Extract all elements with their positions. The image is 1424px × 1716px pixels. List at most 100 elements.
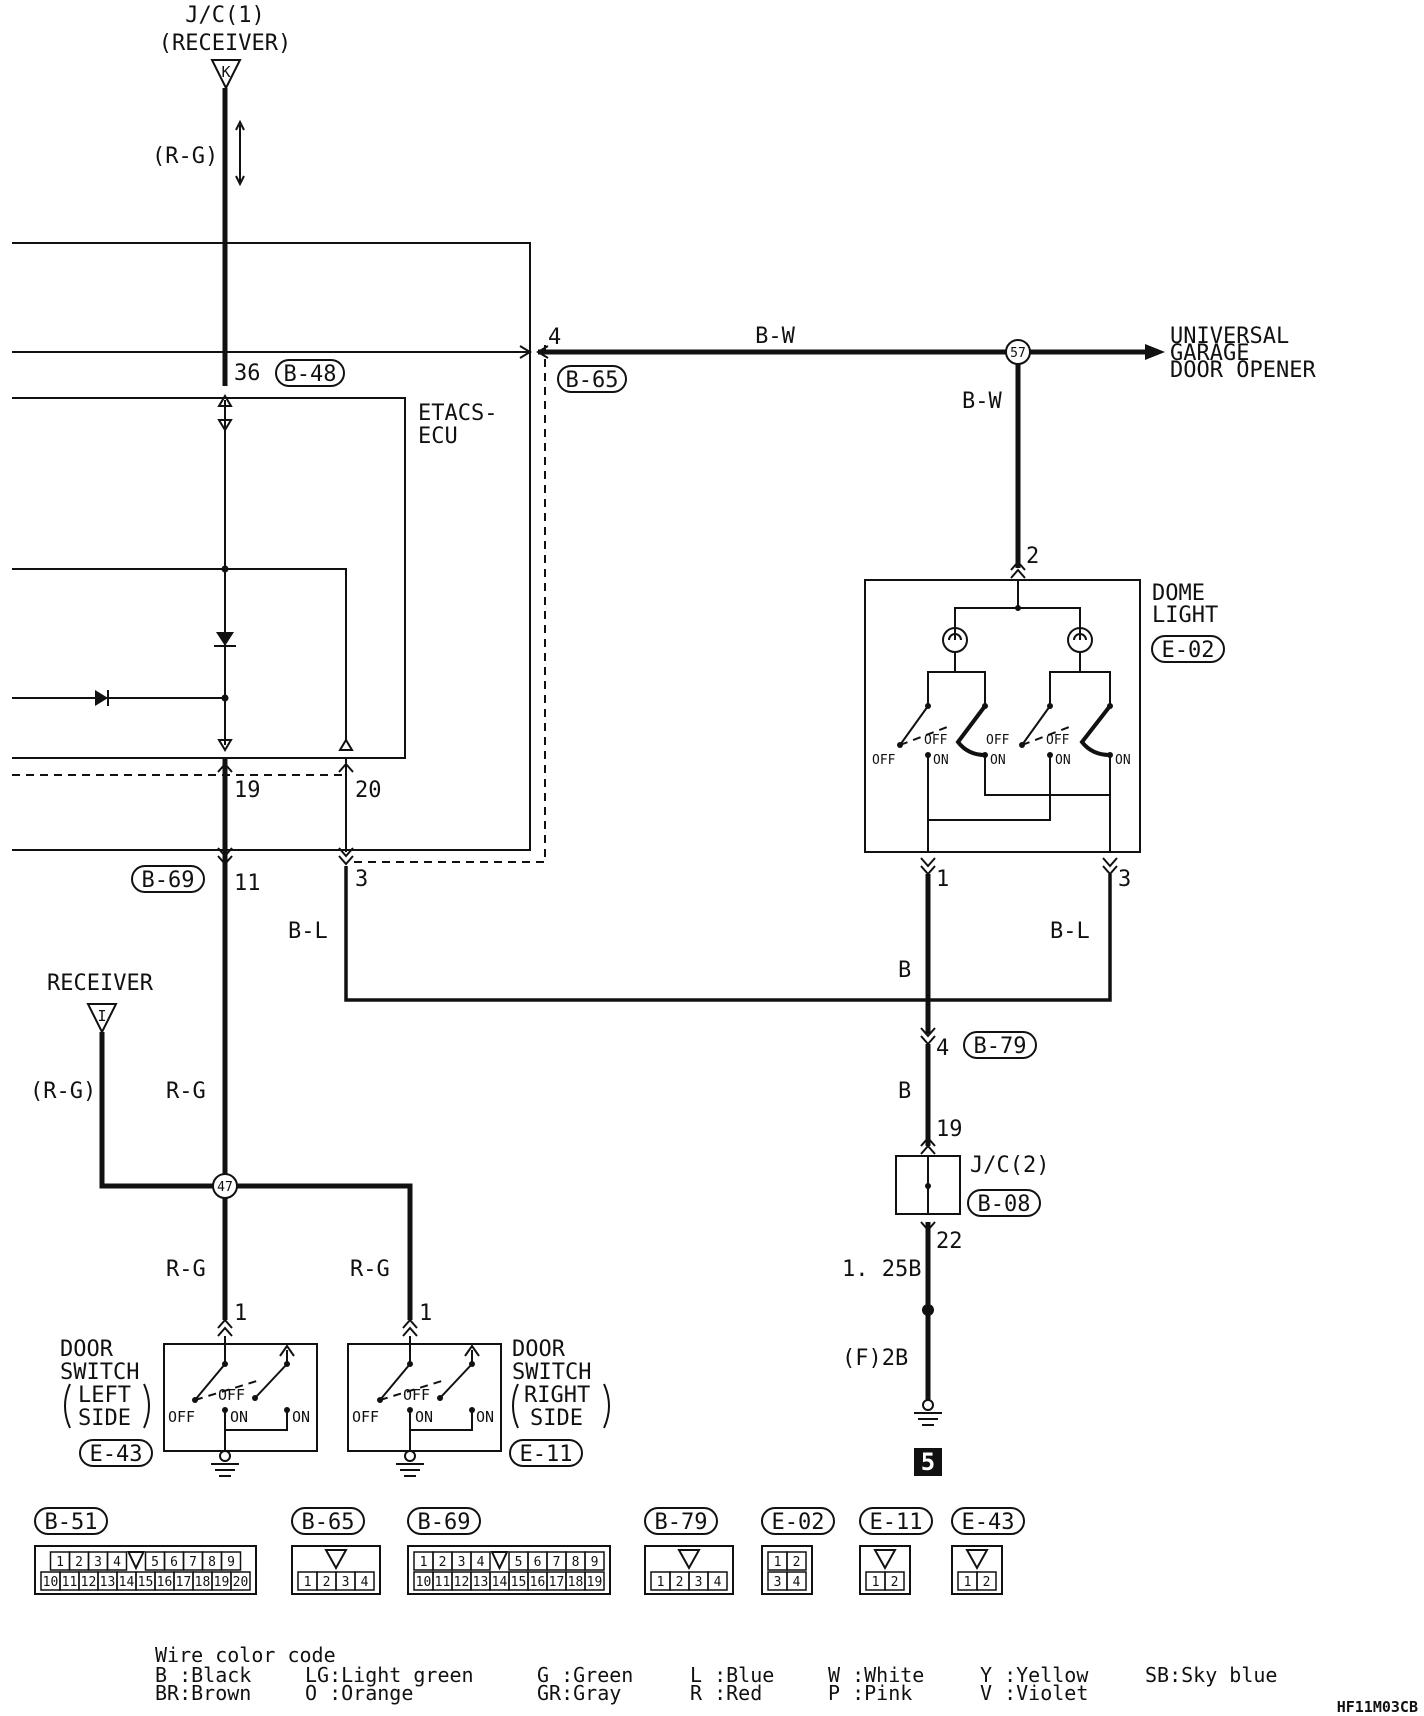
dome-pin2: 2: [1026, 544, 1039, 569]
connector-view-b-69-pin-9: 9: [591, 1555, 599, 1570]
color-code-item: R :Red: [690, 1681, 762, 1705]
ground-ref-badge: [914, 1448, 942, 1476]
etacs-pin3: 3: [355, 867, 368, 892]
color-code-item: BR:Brown: [155, 1681, 251, 1705]
ground-icon: [914, 1399, 942, 1426]
door-switch-left-box: [163, 1343, 318, 1452]
door-left-line4: SIDE: [78, 1406, 131, 1431]
door-right-line3: RIGHT: [524, 1383, 590, 1408]
color-code-item: P :Pink: [828, 1681, 912, 1705]
e02-badge: [1151, 635, 1225, 663]
connector-view-b-65-pin-2: 2: [323, 1575, 331, 1590]
rg-recv-label: (R-G): [30, 1079, 96, 1104]
door-left-off-2: OFF: [218, 1386, 245, 1404]
connector-view-b-51-pin-16: 16: [157, 1575, 173, 1590]
connector-view-b-51-pin-12: 12: [81, 1575, 97, 1590]
connector-view-e-02-badge: [761, 1507, 835, 1535]
e43-label: E-43: [90, 1442, 143, 1467]
connector-view-b-69-pin-18: 18: [568, 1575, 584, 1590]
connector-view-b-69-pin-17: 17: [549, 1575, 565, 1590]
receiver-left-label: RECEIVER: [47, 971, 154, 996]
ground-icon-right: [396, 1450, 424, 1477]
connector-view-e-11-pin-1: 1: [872, 1575, 880, 1590]
connector-view-b-51-pin-2: 2: [75, 1555, 83, 1570]
garage-line2: GARAGE: [1170, 341, 1249, 366]
connector-view-b-51-pin-20: 20: [233, 1575, 249, 1590]
connector-view-b-51-pin-18: 18: [195, 1575, 211, 1590]
b48-label: B-48: [284, 362, 337, 387]
door-left-line1: DOOR: [60, 1337, 114, 1362]
etacs-pin11: 11: [234, 871, 261, 896]
connector-view-b-69-pin-cell: [470, 1551, 491, 1571]
connector-view-b-51-pin-8: 8: [208, 1555, 216, 1570]
door-right-pin: 1: [419, 1301, 432, 1326]
door-left-on-1: ON: [230, 1408, 248, 1426]
connector-view-b-69-pin-8: 8: [572, 1555, 580, 1570]
color-code-item: B :Black: [155, 1663, 251, 1687]
door-left-line3: LEFT: [78, 1383, 131, 1408]
connector-view-b-79-body: [644, 1545, 734, 1595]
connector-view-e-43-body: [951, 1545, 1003, 1595]
b-label-1: B: [898, 958, 911, 983]
connector-view-b-69-pin-19: 19: [587, 1575, 603, 1590]
connector-view-b-79-label: B-79: [655, 1510, 708, 1535]
connector-view-b-51-pin-19: 19: [214, 1575, 230, 1590]
color-code-item: LG:Light green: [305, 1663, 474, 1687]
dome-on-3: ON: [1055, 753, 1071, 768]
connector-view-b-51-pin-11: 11: [62, 1575, 78, 1590]
connector-view-b-51-label: B-51: [45, 1510, 98, 1535]
door-right-line4: SIDE: [530, 1406, 583, 1431]
dome-off-4: OFF: [1046, 733, 1070, 748]
connector-view-b-65-body: [291, 1545, 381, 1595]
color-code-item: W :White: [828, 1663, 924, 1687]
connector-view-b-51-pin-13: 13: [100, 1575, 116, 1590]
receiver-left-terminal-icon: [86, 1003, 118, 1035]
connector-view-b-69-key-icon: [490, 1551, 509, 1571]
connector-view-b-51-pin-14: 14: [119, 1575, 135, 1590]
connector-view-e-02-pin-3: 3: [774, 1575, 782, 1590]
dome-on-4: ON: [1115, 753, 1131, 768]
color-code-item: GR:Gray: [537, 1681, 621, 1705]
splice-57-label: 57: [1010, 346, 1026, 361]
dome-line1: DOME: [1152, 581, 1205, 606]
dome-on-2: ON: [990, 753, 1006, 768]
connector-view-b-69-pin-12: 12: [454, 1575, 470, 1590]
e43-badge: [79, 1439, 153, 1467]
connector-view-e-02-pin-1: 1: [774, 1555, 782, 1570]
connector-view-e-43-key-icon: [965, 1549, 989, 1571]
connector-view-b-51-badge: [34, 1507, 108, 1535]
connector-view-b-51-pin-5: 5: [151, 1555, 159, 1570]
splice-47-label: 47: [217, 1180, 233, 1195]
connector-view-b-51-pin-3: 3: [94, 1555, 102, 1570]
etacs-outer-box: [12, 242, 531, 851]
connector-view-e-11-key-icon: [873, 1549, 897, 1571]
color-code-item: Y :Yellow: [980, 1663, 1089, 1687]
connector-view-b-79-badge: [644, 1507, 718, 1535]
dome-switch-right: [1019, 703, 1113, 758]
connector-view-e-02-label: E-02: [772, 1510, 825, 1535]
diode-icon: [216, 632, 234, 646]
connector-view-b-79-pin-cell: [707, 1571, 728, 1591]
connector-view-e-43-label: E-43: [962, 1510, 1015, 1535]
door-left-line2: SWITCH: [60, 1360, 139, 1385]
connector-view-b-69-pin-7: 7: [553, 1555, 561, 1570]
etacs-label-line1: ETACS-: [418, 401, 497, 426]
bl-wire: [344, 866, 1112, 1002]
connector-view-e-43-badge: [951, 1507, 1025, 1535]
connector-view-b-51-pin-4: 4: [113, 1555, 121, 1570]
connector-view-b-79-pin-1: 1: [657, 1575, 665, 1590]
connector-view-b-69-pin-11: 11: [435, 1575, 451, 1590]
b48-badge: [275, 359, 345, 387]
etacs-pin4: 4: [548, 325, 561, 350]
connector-view-b-79-pin-4: 4: [714, 1575, 722, 1590]
jc2-label: J/C(2): [970, 1153, 1049, 1178]
b79-badge: [963, 1031, 1037, 1059]
connector-view-b-65-pin-3: 3: [342, 1575, 350, 1590]
bl-right-label: B-L: [1050, 919, 1090, 944]
connector-view-b-65-label: B-65: [302, 1510, 355, 1535]
color-code-item: V :Violet: [980, 1681, 1088, 1705]
dome-off-1: OFF: [872, 753, 896, 768]
